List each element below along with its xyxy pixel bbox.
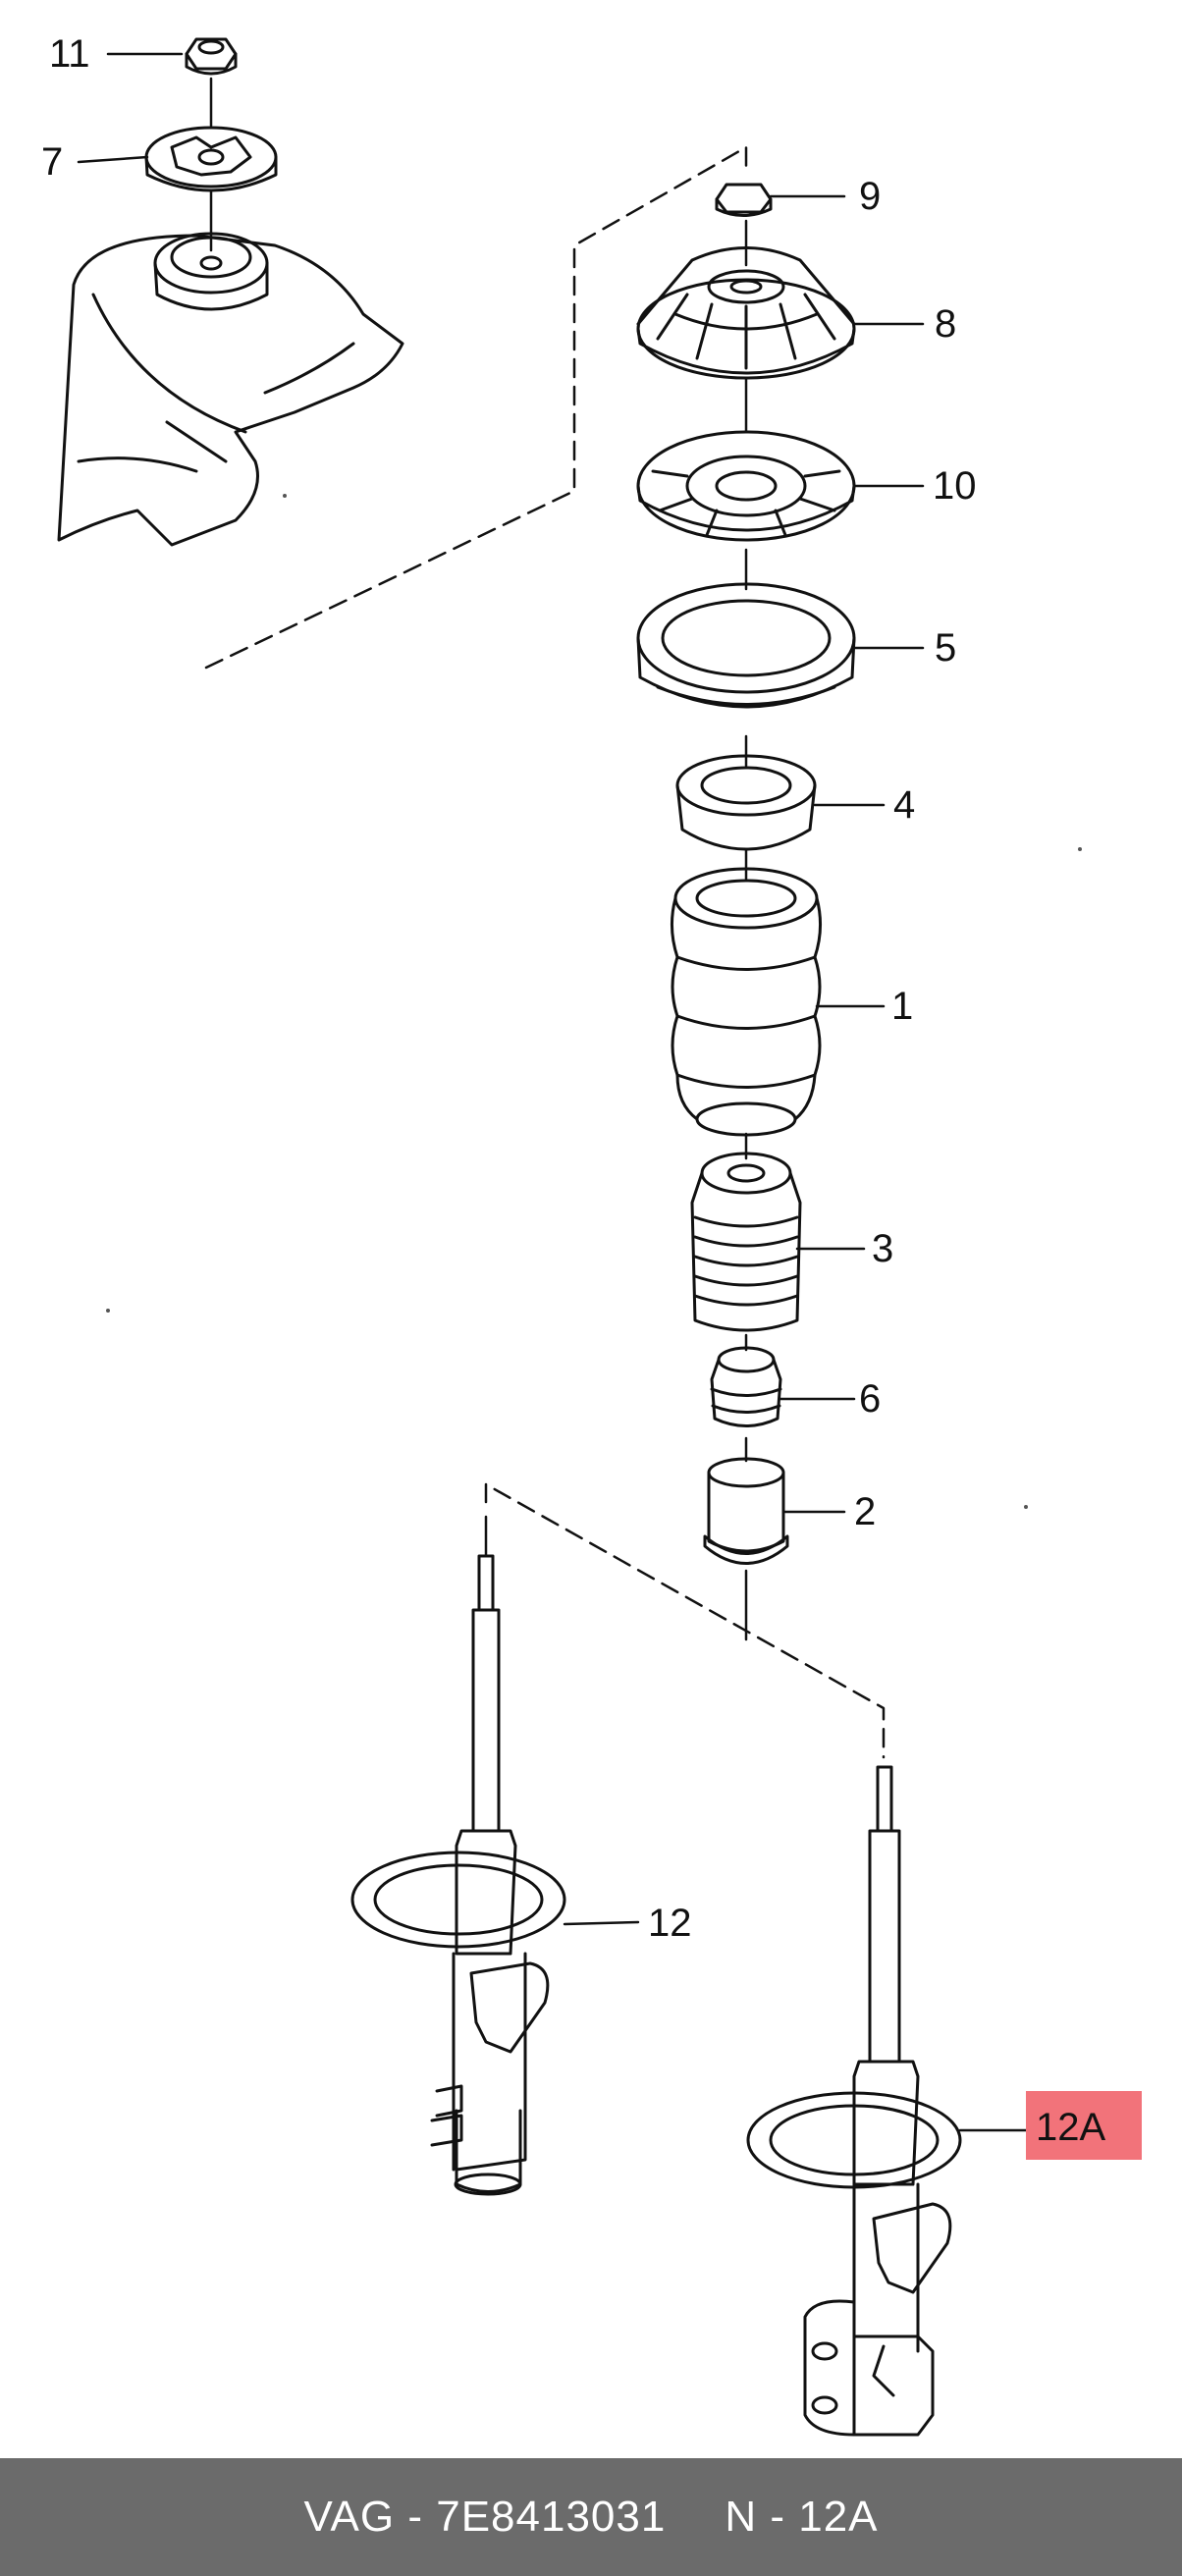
leader-lines — [77, 52, 1028, 2132]
callout-label-2: 2 — [854, 1490, 876, 1533]
callout-label-11: 11 — [49, 32, 90, 76]
ring-part-4 — [675, 754, 817, 851]
callout-label-1: 1 — [891, 985, 913, 1028]
brand-label: VAG — [303, 2493, 396, 2541]
strut-assembly-12 — [350, 1554, 566, 2196]
plate-part-7 — [144, 126, 278, 192]
callout-label-3: 3 — [872, 1227, 893, 1270]
speck — [1078, 847, 1082, 851]
bellows-part-1 — [671, 867, 822, 1137]
strut-assembly-12A — [746, 1765, 962, 2437]
position-code: N - 12A — [725, 2493, 879, 2541]
callout-label-12A: 12A — [1036, 2106, 1105, 2149]
bearing-part-10 — [636, 430, 856, 542]
highlight-box — [1026, 2091, 1142, 2160]
nut-part-11 — [185, 37, 238, 76]
part-info-footer: VAG - 7E8413031 N - 12A — [0, 2458, 1182, 2576]
exploded-strut-diagram: 11 7 9 8 10 5 4 1 3 6 2 12 12A — [41, 32, 1142, 2437]
speck — [283, 494, 287, 498]
part-number: 7E8413031 — [436, 2493, 667, 2541]
speck — [1024, 1505, 1028, 1509]
callout-label-10: 10 — [933, 464, 977, 508]
callout-label-12: 12 — [648, 1902, 692, 1945]
separator: - — [395, 2493, 437, 2541]
callout-label-6: 6 — [859, 1377, 881, 1421]
callout-label-5: 5 — [935, 626, 956, 670]
callout-label-9: 9 — [859, 175, 881, 218]
cap-part-2 — [703, 1457, 789, 1565]
nut-part-9 — [715, 183, 773, 217]
bump-stop-part-6 — [710, 1346, 782, 1427]
spring-seat-part-5 — [636, 582, 856, 709]
top-mount-part-8 — [636, 246, 856, 380]
callout-label-8: 8 — [935, 302, 956, 346]
speck — [106, 1309, 110, 1313]
callout-label-7: 7 — [41, 140, 63, 184]
callout-label-4: 4 — [893, 783, 915, 827]
strut-tower-body-part — [57, 232, 404, 547]
bump-stop-part-3 — [690, 1152, 802, 1332]
